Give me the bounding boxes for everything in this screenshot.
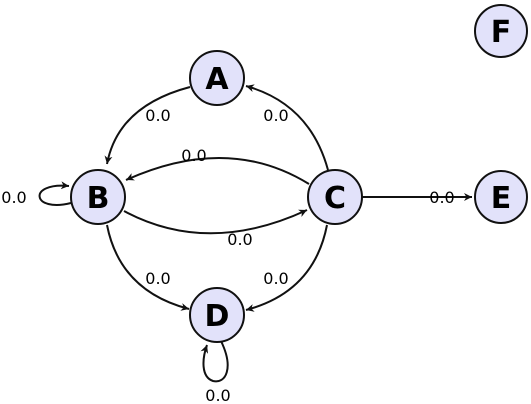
edge-C-A: 0.0 [245, 84, 329, 171]
edge-B-B: 0.0 [1, 181, 72, 207]
node-F: F [474, 4, 528, 58]
edge-A-B: 0.0 [104, 86, 191, 165]
edge-label-C-E: 0.0 [429, 188, 454, 207]
edge-D-D: 0.0 [200, 340, 231, 404]
edge-B-C: 0.0 [123, 209, 308, 249]
node-A: A [189, 50, 245, 106]
edge-C-B: 0.0 [125, 146, 310, 185]
edge-label-D-D: 0.0 [205, 386, 230, 404]
edge-label-C-B: 0.0 [181, 146, 206, 165]
edge-label-A-B: 0.0 [145, 106, 170, 125]
node-label-B: B [87, 181, 110, 216]
edge-label-B-D: 0.0 [145, 269, 170, 288]
edge-label-B-C: 0.0 [227, 230, 252, 249]
edge-B-D: 0.0 [106, 224, 190, 311]
node-D: D [189, 287, 245, 343]
edge-label-C-D: 0.0 [263, 269, 288, 288]
node-label-D: D [205, 299, 230, 334]
node-B: B [70, 169, 126, 225]
edges: 0.0 0.0 0.0 0.0 0.0 0.0 [1, 84, 472, 404]
edge-C-D: 0.0 [245, 224, 328, 312]
node-C: C [307, 169, 363, 225]
edge-C-E: 0.0 [362, 188, 472, 207]
edge-label-B-B: 0.0 [1, 188, 26, 207]
node-label-C: C [324, 181, 346, 216]
edge-label-C-A: 0.0 [263, 106, 288, 125]
nodes: A B C D E F [70, 4, 528, 343]
node-label-A: A [205, 62, 229, 97]
node-label-F: F [491, 15, 512, 50]
node-E: E [474, 170, 528, 224]
node-label-E: E [491, 181, 512, 216]
